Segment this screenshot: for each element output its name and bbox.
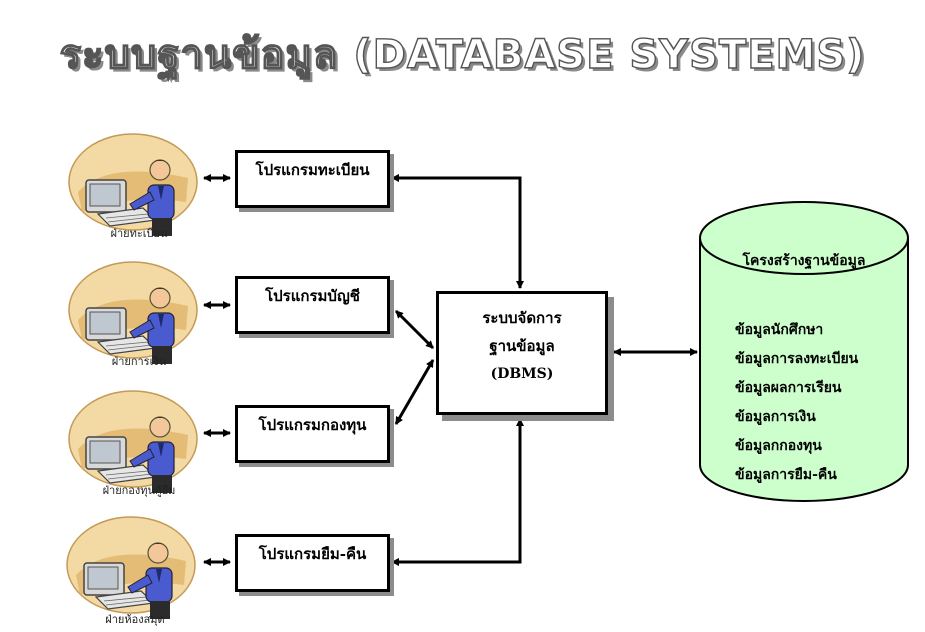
department-caption: ฝ่ายการเงิน xyxy=(111,355,167,368)
dbms-line-1: ระบบจัดการ xyxy=(482,309,562,327)
program-label: โปรแกรมทะเบียน xyxy=(255,161,370,179)
department-caption: ฝ่ายกองทุนกู้ยืม xyxy=(102,484,176,497)
program-label: โปรแกรมยืม-คืน xyxy=(258,545,367,563)
database-title: โครงสร้างฐานข้อมูล xyxy=(742,253,866,269)
program-box-library: โปรแกรมยืม-คืน xyxy=(235,534,390,592)
database-item: ข้อมูลการลงทะเบียน xyxy=(735,351,859,367)
user-at-computer-icon xyxy=(68,261,198,365)
connector-arrow xyxy=(391,418,524,566)
connector-arrow xyxy=(391,174,524,289)
user-at-computer-icon xyxy=(68,390,198,494)
program-label: โปรแกรมบัญชี xyxy=(265,287,360,305)
database-item: ข้อมูลนักศึกษา xyxy=(735,322,824,338)
database-item: ข้อมูลการยืม-คืน xyxy=(735,467,837,483)
page-title: ระบบฐานข้อมูล (DATABASE SYSTEMS) xyxy=(59,31,866,78)
dbms-box: ระบบจัดการ ฐานข้อมูล (DBMS) xyxy=(436,291,608,415)
database-item: ข้อมูลการเงิน xyxy=(735,409,816,425)
database-item: ข้อมูลผลการเรียน xyxy=(735,380,842,396)
dbms-line-3: (DBMS) xyxy=(490,366,554,382)
program-box-accounting: โปรแกรมบัญชี xyxy=(235,276,390,334)
program-box-registration: โปรแกรมทะเบียน xyxy=(235,150,390,208)
program-label: โปรแกรมกองทุน xyxy=(258,416,367,434)
department-caption: ฝ่ายทะเบียน xyxy=(110,227,168,240)
database-cylinder xyxy=(699,201,909,502)
database-item: ข้อมูลกกองทุน xyxy=(735,438,822,454)
connector-arrow xyxy=(394,359,435,425)
connector-arrow xyxy=(394,309,435,350)
user-at-computer-icon xyxy=(68,133,198,237)
dbms-line-2: ฐานข้อมูล xyxy=(489,337,555,355)
user-at-computer-icon xyxy=(66,516,196,620)
database-item-list: ข้อมูลนักศึกษา ข้อมูลการลงทะเบียน ข้อมูล… xyxy=(735,316,858,490)
program-box-fund: โปรแกรมกองทุน xyxy=(235,405,390,463)
department-caption: ฝ่ายห้องสมุด xyxy=(105,613,165,626)
